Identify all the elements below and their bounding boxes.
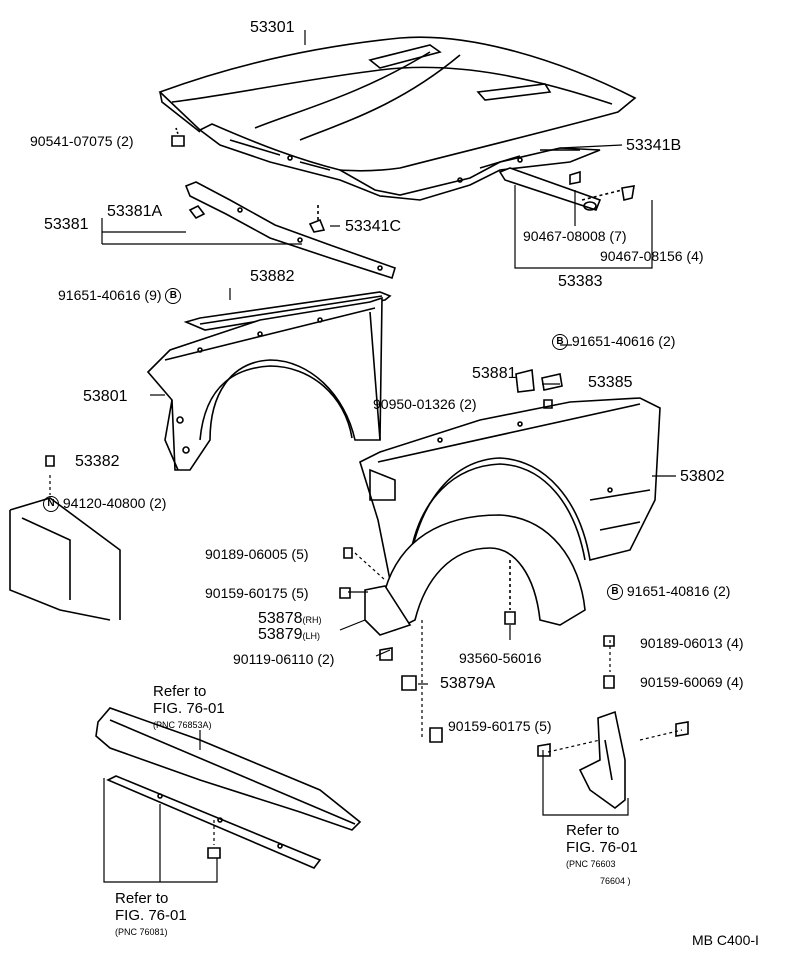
label-53341B: 53341B (626, 137, 682, 154)
refer-note-mudguard: Refer to FIG. 76-01 (PNC 76603 76604 ) (566, 822, 638, 890)
marker-b: B (165, 288, 182, 305)
label-53383: 53383 (558, 273, 603, 290)
refer-line1: Refer to (566, 822, 620, 839)
label-90950-01326: 90950-01326 (2) (373, 396, 477, 412)
marker-b: B (552, 334, 568, 351)
marker-n: N (43, 496, 59, 513)
clip-53381A (190, 206, 204, 218)
screw-90467 (570, 172, 634, 200)
refer-note-reinforcement: Refer to FIG. 76-01 (PNC 76081) (115, 890, 187, 941)
label-94120-40800: N 94120-40800 (2) (43, 495, 167, 513)
fender-apron-seal (186, 292, 390, 330)
label-90467-08156: 90467-08156 (4) (600, 248, 704, 264)
label-90189-06013: 90189-06013 (4) (640, 635, 744, 651)
radiator-support-partial (10, 498, 120, 620)
refer-line1: Refer to (115, 890, 169, 907)
refer-pnc: (PNC 76853A) (153, 720, 212, 730)
label-90159-60069: 90159-60069 (4) (640, 674, 744, 690)
label-90159-60175-b: 90159-60175 (5) (448, 718, 552, 734)
label-53882: 53882 (250, 268, 295, 285)
label-53881: 53881 (472, 365, 517, 382)
label-53801: 53801 (83, 388, 128, 405)
refer-line1: Refer to (153, 683, 207, 700)
refer-note-spoiler: Refer to FIG. 76-01 (PNC 76853A) (153, 683, 225, 734)
label-53341C: 53341C (345, 218, 402, 235)
label-91651-40816: B 91651-40816 (2) (607, 583, 731, 601)
fender-liner (365, 515, 585, 635)
refer-pnc: (PNC 76603 (566, 859, 616, 869)
refer-line2: FIG. 76-01 (566, 839, 638, 856)
label-53301: 53301 (250, 19, 295, 36)
hood-cushion-90541 (172, 128, 184, 146)
label-53381: 53381 (44, 216, 89, 233)
label-90159-60175-a: 90159-60175 (5) (205, 585, 309, 601)
refer-line2: FIG. 76-01 (115, 907, 187, 924)
fasteners (46, 370, 688, 858)
hood-panel (160, 37, 635, 171)
label-suffix: (RH) (302, 615, 322, 625)
refer-pnc-2: 76604 ) (600, 876, 631, 886)
label-text: 91651-40816 (2) (626, 583, 731, 599)
label-suffix: (LH) (302, 631, 321, 641)
label-53381A: 53381A (107, 203, 163, 220)
refer-line2: FIG. 76-01 (153, 700, 225, 717)
label-90189-06005: 90189-06005 (5) (205, 546, 309, 562)
refer-pnc: (PNC 76081) (115, 927, 168, 937)
label-53878: 53878(RH) (258, 610, 322, 629)
label-91651-40616-2: B 91651-40616 (2) (552, 333, 676, 351)
hood-lock-brace (186, 182, 395, 278)
diagram-code: MB C400-I (692, 932, 759, 948)
label-53382: 53382 (75, 453, 120, 470)
leader-lines (50, 30, 682, 882)
marker-b: B (607, 584, 623, 601)
label-90541-07075: 90541-07075 (2) (30, 133, 134, 149)
clip-53341C (310, 205, 324, 232)
hood-insulator (200, 124, 600, 200)
label-90119-06110: 90119-06110 (2) (233, 651, 335, 667)
mudguard (580, 712, 625, 808)
label-91651-40616-9: 91651-40616 (9) B (58, 287, 182, 305)
label-53879: 53879(LH) (258, 626, 320, 645)
front-spoiler (96, 708, 360, 830)
label-text: 94120-40800 (2) (62, 495, 167, 511)
label-53879A: 53879A (440, 675, 496, 692)
label-text: 91651-40616 (9) (58, 287, 162, 303)
front-fender-lh (148, 298, 382, 470)
label-text: 53879 (258, 626, 303, 643)
front-fender-rh (360, 398, 660, 580)
label-90467-08008: 90467-08008 (7) (523, 228, 627, 244)
label-53802: 53802 (680, 468, 725, 485)
label-text: 91651-40616 (2) (571, 333, 676, 349)
label-text: 53878 (258, 610, 303, 627)
label-93560-56016: 93560-56016 (459, 650, 542, 666)
label-53385: 53385 (588, 374, 633, 391)
